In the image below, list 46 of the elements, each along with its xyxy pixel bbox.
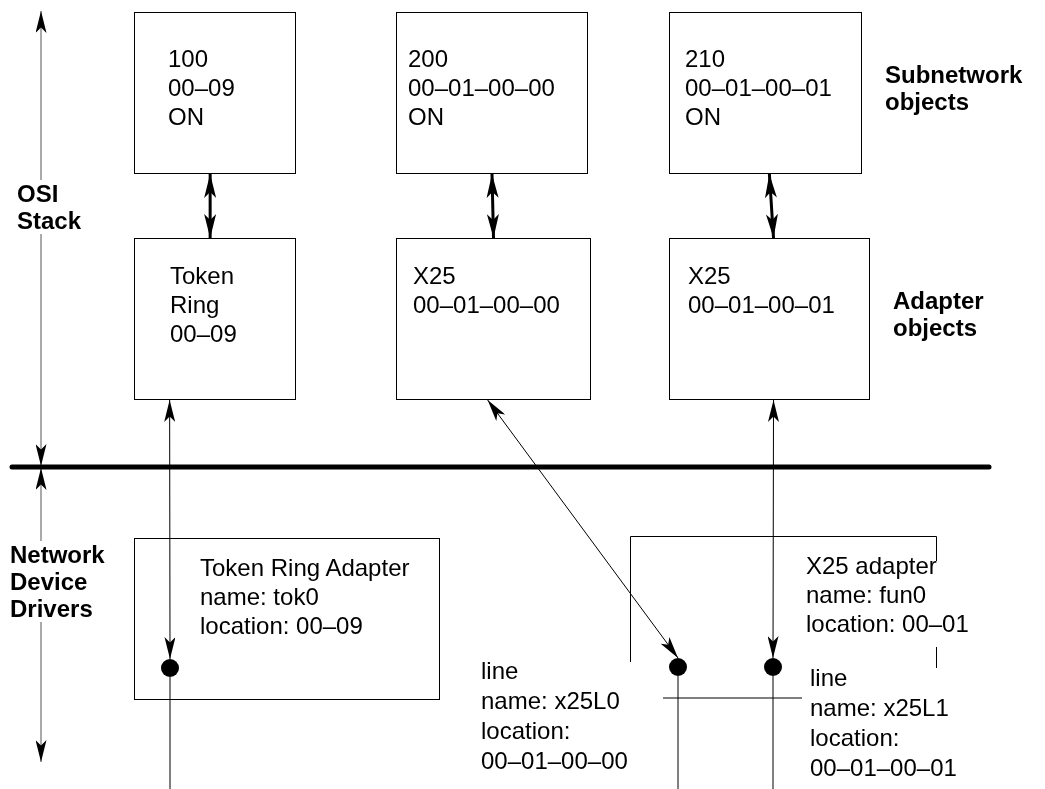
connector-arrow: [764, 173, 778, 239]
node-text: 100: [168, 44, 209, 73]
layer-label: Subnetwork objects: [885, 61, 1024, 115]
connection-dot: [669, 658, 687, 676]
component-box: [134, 238, 296, 400]
node-text: name: fun0: [806, 580, 927, 609]
layer-label: Adapter objects: [893, 287, 985, 341]
node-text: Token: [170, 261, 235, 290]
line-label: name: x25L0: [481, 686, 621, 716]
node-text: Ring: [170, 290, 220, 319]
node-text: ON: [685, 102, 721, 131]
component-box: [669, 12, 862, 174]
component-box: [396, 12, 588, 174]
connector-arrow: [164, 399, 176, 660]
node-text: ON: [408, 102, 444, 131]
node-text: name: tok0: [200, 582, 319, 611]
node-text: X25: [688, 261, 731, 290]
connector-arrow: [204, 174, 217, 238]
component-box: [396, 238, 591, 400]
connection-dot: [764, 658, 782, 676]
connector-arrow: [486, 173, 499, 239]
node-text: location: 00–01: [806, 609, 969, 638]
connector-arrow: [487, 399, 679, 659]
line-label: line: [810, 663, 849, 693]
component-box: [669, 238, 870, 400]
connection-dot: [161, 659, 179, 677]
line-label: location: 00–01–00–01: [810, 723, 958, 783]
node-text: Token Ring Adapter: [200, 553, 410, 582]
node-text: 00–09: [170, 319, 237, 348]
node-text: 200: [408, 44, 449, 73]
node-text: location: 00–09: [200, 611, 363, 640]
line-label: line: [481, 656, 520, 686]
node-text: 00–01–00–01: [685, 73, 832, 102]
node-text: 00–01–00–00: [408, 73, 555, 102]
component-box: [134, 538, 440, 700]
connector-arrow: [767, 399, 779, 659]
node-text: 00–09: [168, 73, 235, 102]
node-text: 00–01–00–00: [413, 290, 560, 319]
node-text: 210: [685, 44, 726, 73]
line-label: name: x25L1: [810, 693, 950, 723]
line-label: location: 00–01–00–00: [481, 716, 629, 776]
node-text: ON: [168, 102, 204, 131]
node-text: 00–01–00–01: [688, 290, 835, 319]
node-text: X25: [413, 261, 456, 290]
node-text: X25 adapter: [806, 551, 937, 580]
component-box: [134, 12, 296, 174]
